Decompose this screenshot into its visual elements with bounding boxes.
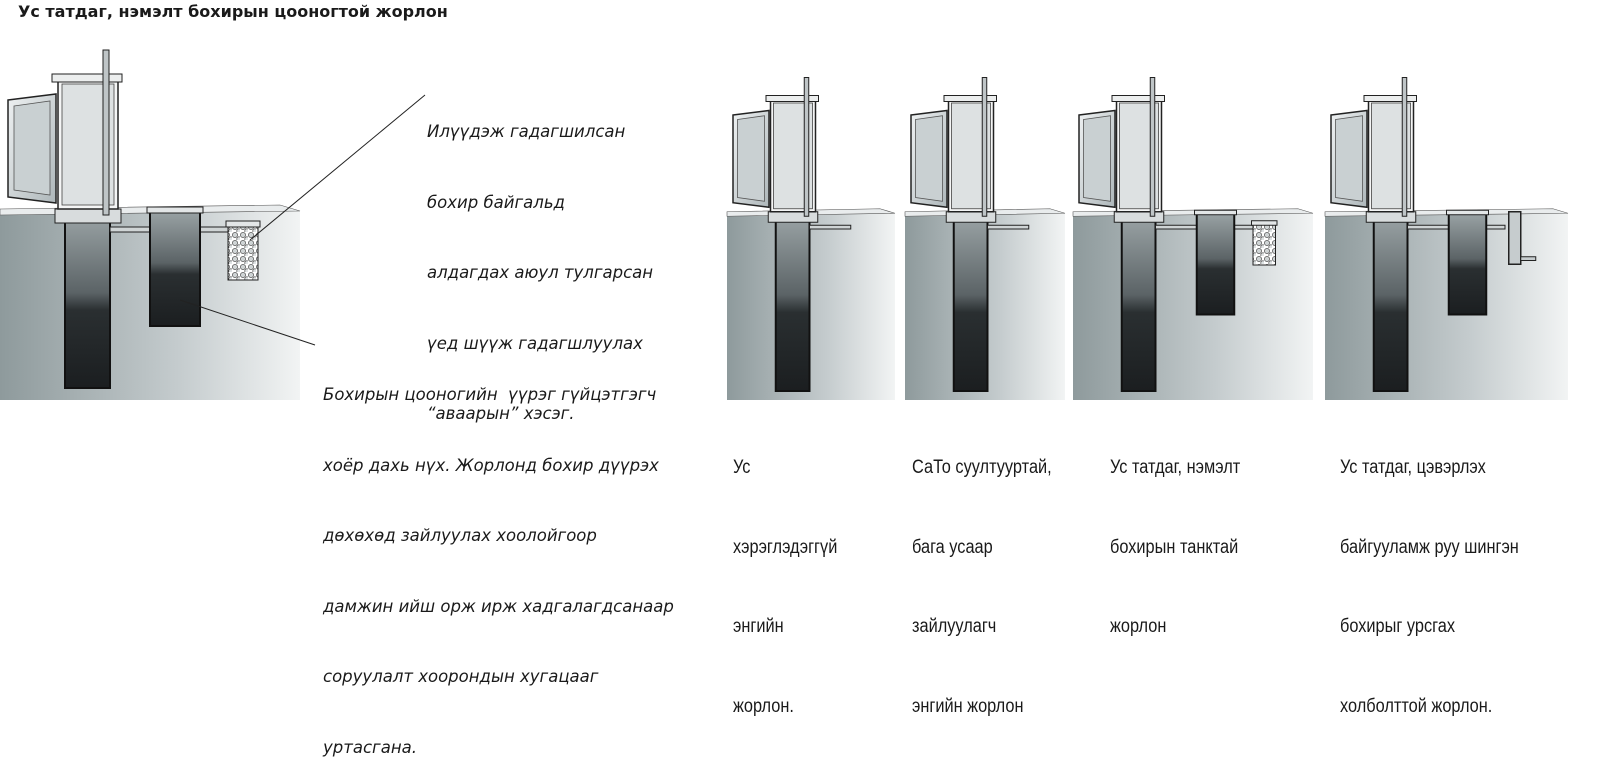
pit xyxy=(952,215,989,392)
callout-line: үед шүүж гадагшлуулах xyxy=(427,333,643,353)
callout-overflow-filter: Илүүдэж гадагшилсан бохир байгальд алдаг… xyxy=(427,73,653,449)
slab xyxy=(54,208,122,224)
roof xyxy=(765,95,819,102)
door-panel xyxy=(915,115,943,202)
gravel-filter xyxy=(227,224,259,281)
callout-line: Илүүдэж гадагшилсан xyxy=(427,122,626,141)
callout-line: хоёр дахь нүх. Жорлонд бохир дүүрэх xyxy=(323,455,659,475)
caption-line: бохирын танктай xyxy=(1110,536,1239,558)
latrine-illustrations xyxy=(0,49,1569,400)
roof xyxy=(51,73,123,83)
vent-pipe xyxy=(1401,77,1408,217)
roof xyxy=(1111,95,1165,102)
callout-line: Бохирын цооногийн үүрэг гүйцэтгэгч xyxy=(323,385,657,404)
soil xyxy=(727,213,895,400)
caption-line: хэрэглэдэггүй xyxy=(733,536,838,558)
pit xyxy=(1372,215,1409,392)
pit xyxy=(1120,215,1157,392)
drain-pipe xyxy=(809,224,852,230)
drain-pipe xyxy=(987,224,1030,230)
second-pit-cover xyxy=(1194,209,1237,216)
vent-pipe xyxy=(102,49,110,216)
second-pit-cover xyxy=(1446,209,1489,216)
soil xyxy=(1073,213,1313,400)
leader-line xyxy=(249,94,426,241)
page-title: Ус татдаг, нэмэлт бохирын цооногтой жорл… xyxy=(18,2,448,21)
caption-line: холболттой жорлон. xyxy=(1340,695,1493,717)
slab xyxy=(767,211,819,223)
roof xyxy=(1363,95,1417,102)
door-panel xyxy=(1083,115,1111,202)
caption-line: жорлон. xyxy=(733,695,794,717)
caption-line: Ус xyxy=(733,457,751,478)
second-pit xyxy=(149,210,201,327)
filter-cover xyxy=(1251,220,1278,226)
caption-line: энгийн жорлон xyxy=(912,695,1024,717)
callout-second-pit: Бохирын цооногийн үүрэг гүйцэтгэгч хоёр … xyxy=(323,336,674,783)
caption-line: байгууламж руу шингэн xyxy=(1340,536,1519,558)
caption-line: Ус татдаг, нэмэлт xyxy=(1110,457,1241,478)
caption-line: жорлон xyxy=(1110,616,1167,637)
gravel-filter xyxy=(1252,223,1276,266)
slab xyxy=(1113,211,1165,223)
leader-line xyxy=(179,299,316,346)
callout-line: алдагдах аюул тулгарсан xyxy=(427,263,654,282)
pit xyxy=(774,215,811,392)
caption-treatment-connected-latrine: Ус татдаг, цэвэрлэх байгууламж руу шингэ… xyxy=(1340,402,1519,747)
caption-sato-latrine: СаТо суултууртай, бага усаар зайлуулагч … xyxy=(912,402,1052,747)
pit xyxy=(64,214,111,389)
caption-line: зайлуулагч xyxy=(912,616,997,637)
caption-flush-tank-latrine: Ус татдаг, нэмэлт бохирын танктай жорлон xyxy=(1110,402,1240,667)
filter-cover xyxy=(225,220,261,228)
caption-line: энгийн xyxy=(733,616,784,637)
vent-pipe xyxy=(981,77,988,217)
callout-line: уртасгана. xyxy=(323,737,417,757)
door-panel xyxy=(737,115,765,202)
outlet-pipe xyxy=(1520,256,1537,261)
callout-line: соруулалт хоорондын хугацааг xyxy=(323,667,599,686)
door-panel xyxy=(13,100,51,196)
caption-line: СаТо суултууртай, xyxy=(912,457,1052,478)
second-pit xyxy=(1447,212,1488,316)
soil xyxy=(1325,213,1568,400)
callout-line: “аваарын” хэсэг. xyxy=(427,404,575,423)
caption-simple-latrine: Ус хэрэглэдэггүй энгийн жорлон. xyxy=(733,402,837,747)
second-pit-cover xyxy=(146,206,204,214)
callout-line: бохир байгальд xyxy=(427,192,565,212)
caption-line: бага усаар xyxy=(912,536,993,558)
caption-line: Ус татдаг, цэвэрлэх xyxy=(1340,457,1486,478)
door-panel xyxy=(1335,115,1363,202)
roof xyxy=(943,95,997,102)
callout-line: дөхөхөд зайлуулах хоолойгоор xyxy=(323,526,597,545)
callout-line: дамжин ийш орж ирж хадгалагдсанаар xyxy=(323,596,674,616)
vent-pipe xyxy=(1149,77,1156,217)
sewer-connection xyxy=(1508,211,1522,265)
slab xyxy=(945,211,997,223)
slab xyxy=(1365,211,1417,223)
second-pit xyxy=(1195,212,1236,316)
caption-line: бохирыг урсгах xyxy=(1340,616,1455,637)
vent-pipe xyxy=(803,77,810,217)
